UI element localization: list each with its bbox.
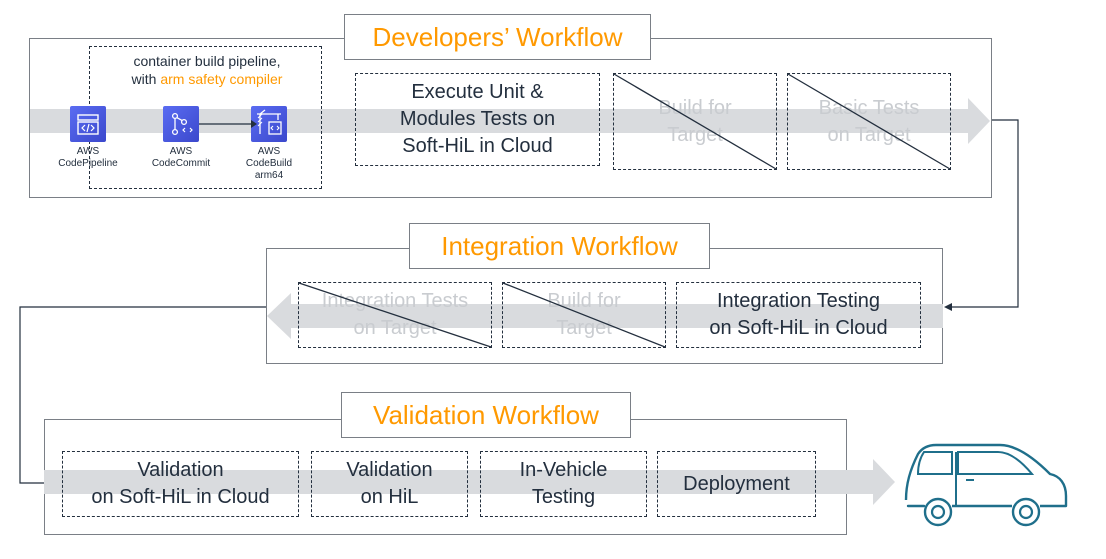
int-step-build-label: Build for Target	[547, 290, 621, 339]
codepipeline-service[interactable]: AWS CodePipeline	[55, 106, 121, 170]
dev-step-build-strike	[614, 74, 776, 169]
int-step-integration-tests-label: Integration Tests on Target	[321, 290, 469, 339]
validation-flow-arrowhead	[873, 459, 895, 505]
developers-workflow-title: Developers’ Workflow	[344, 14, 651, 60]
pipeline-caption-highlight: arm safety compiler	[160, 71, 283, 87]
dev-step-unit-tests: Execute Unit & Modules Tests on Soft-HiL…	[355, 73, 600, 166]
validation-workflow-title: Validation Workflow	[341, 392, 631, 438]
dev-step-basic-strike	[788, 74, 950, 169]
codecommit-icon	[163, 106, 199, 142]
pipeline-caption-line2: with arm safety compiler	[95, 70, 319, 88]
int-step-build-for-target: Build for Target	[502, 282, 666, 348]
dev-step-basic-tests: Basic Tests on Target	[787, 73, 951, 170]
pipeline-caption-line1: container build pipeline,	[133, 53, 281, 69]
validation-flow-band	[44, 470, 876, 494]
codecommit-label: AWS CodeCommit	[151, 146, 211, 169]
codebuild-label: AWS CodeBuild arm64	[245, 146, 293, 181]
integration-workflow-title: Integration Workflow	[409, 223, 710, 269]
developers-flow-arrowhead	[968, 98, 990, 144]
val-step-in-vehicle: In-Vehicle Testing	[480, 451, 647, 517]
pipeline-caption-with: with	[131, 71, 161, 87]
codepipeline-label: AWS CodePipeline	[58, 146, 118, 169]
int-step-soft-hil: Integration Testing on Soft-HiL in Cloud	[676, 282, 921, 348]
integration-flow-arrowhead	[267, 293, 291, 339]
codecommit-to-codebuild-arrow	[199, 120, 257, 128]
car-icon	[904, 443, 1068, 527]
codepipeline-icon	[70, 106, 106, 142]
dev-step-build-for-target: Build for Target	[613, 73, 777, 170]
codebuild-service[interactable]: AWS CodeBuild arm64	[234, 106, 304, 182]
val-step-soft-hil: Validation on Soft-HiL in Cloud	[62, 451, 299, 517]
codecommit-service[interactable]: AWS CodeCommit	[148, 106, 214, 170]
int-step-build-strike	[503, 283, 665, 347]
val-step-hil: Validation on HiL	[311, 451, 468, 517]
int-step-integration-tests-target: Integration Tests on Target	[298, 282, 492, 348]
val-step-deployment: Deployment	[657, 451, 816, 517]
int-step-integration-strike	[299, 283, 491, 347]
pipeline-caption: container build pipeline, with arm safet…	[95, 52, 319, 88]
